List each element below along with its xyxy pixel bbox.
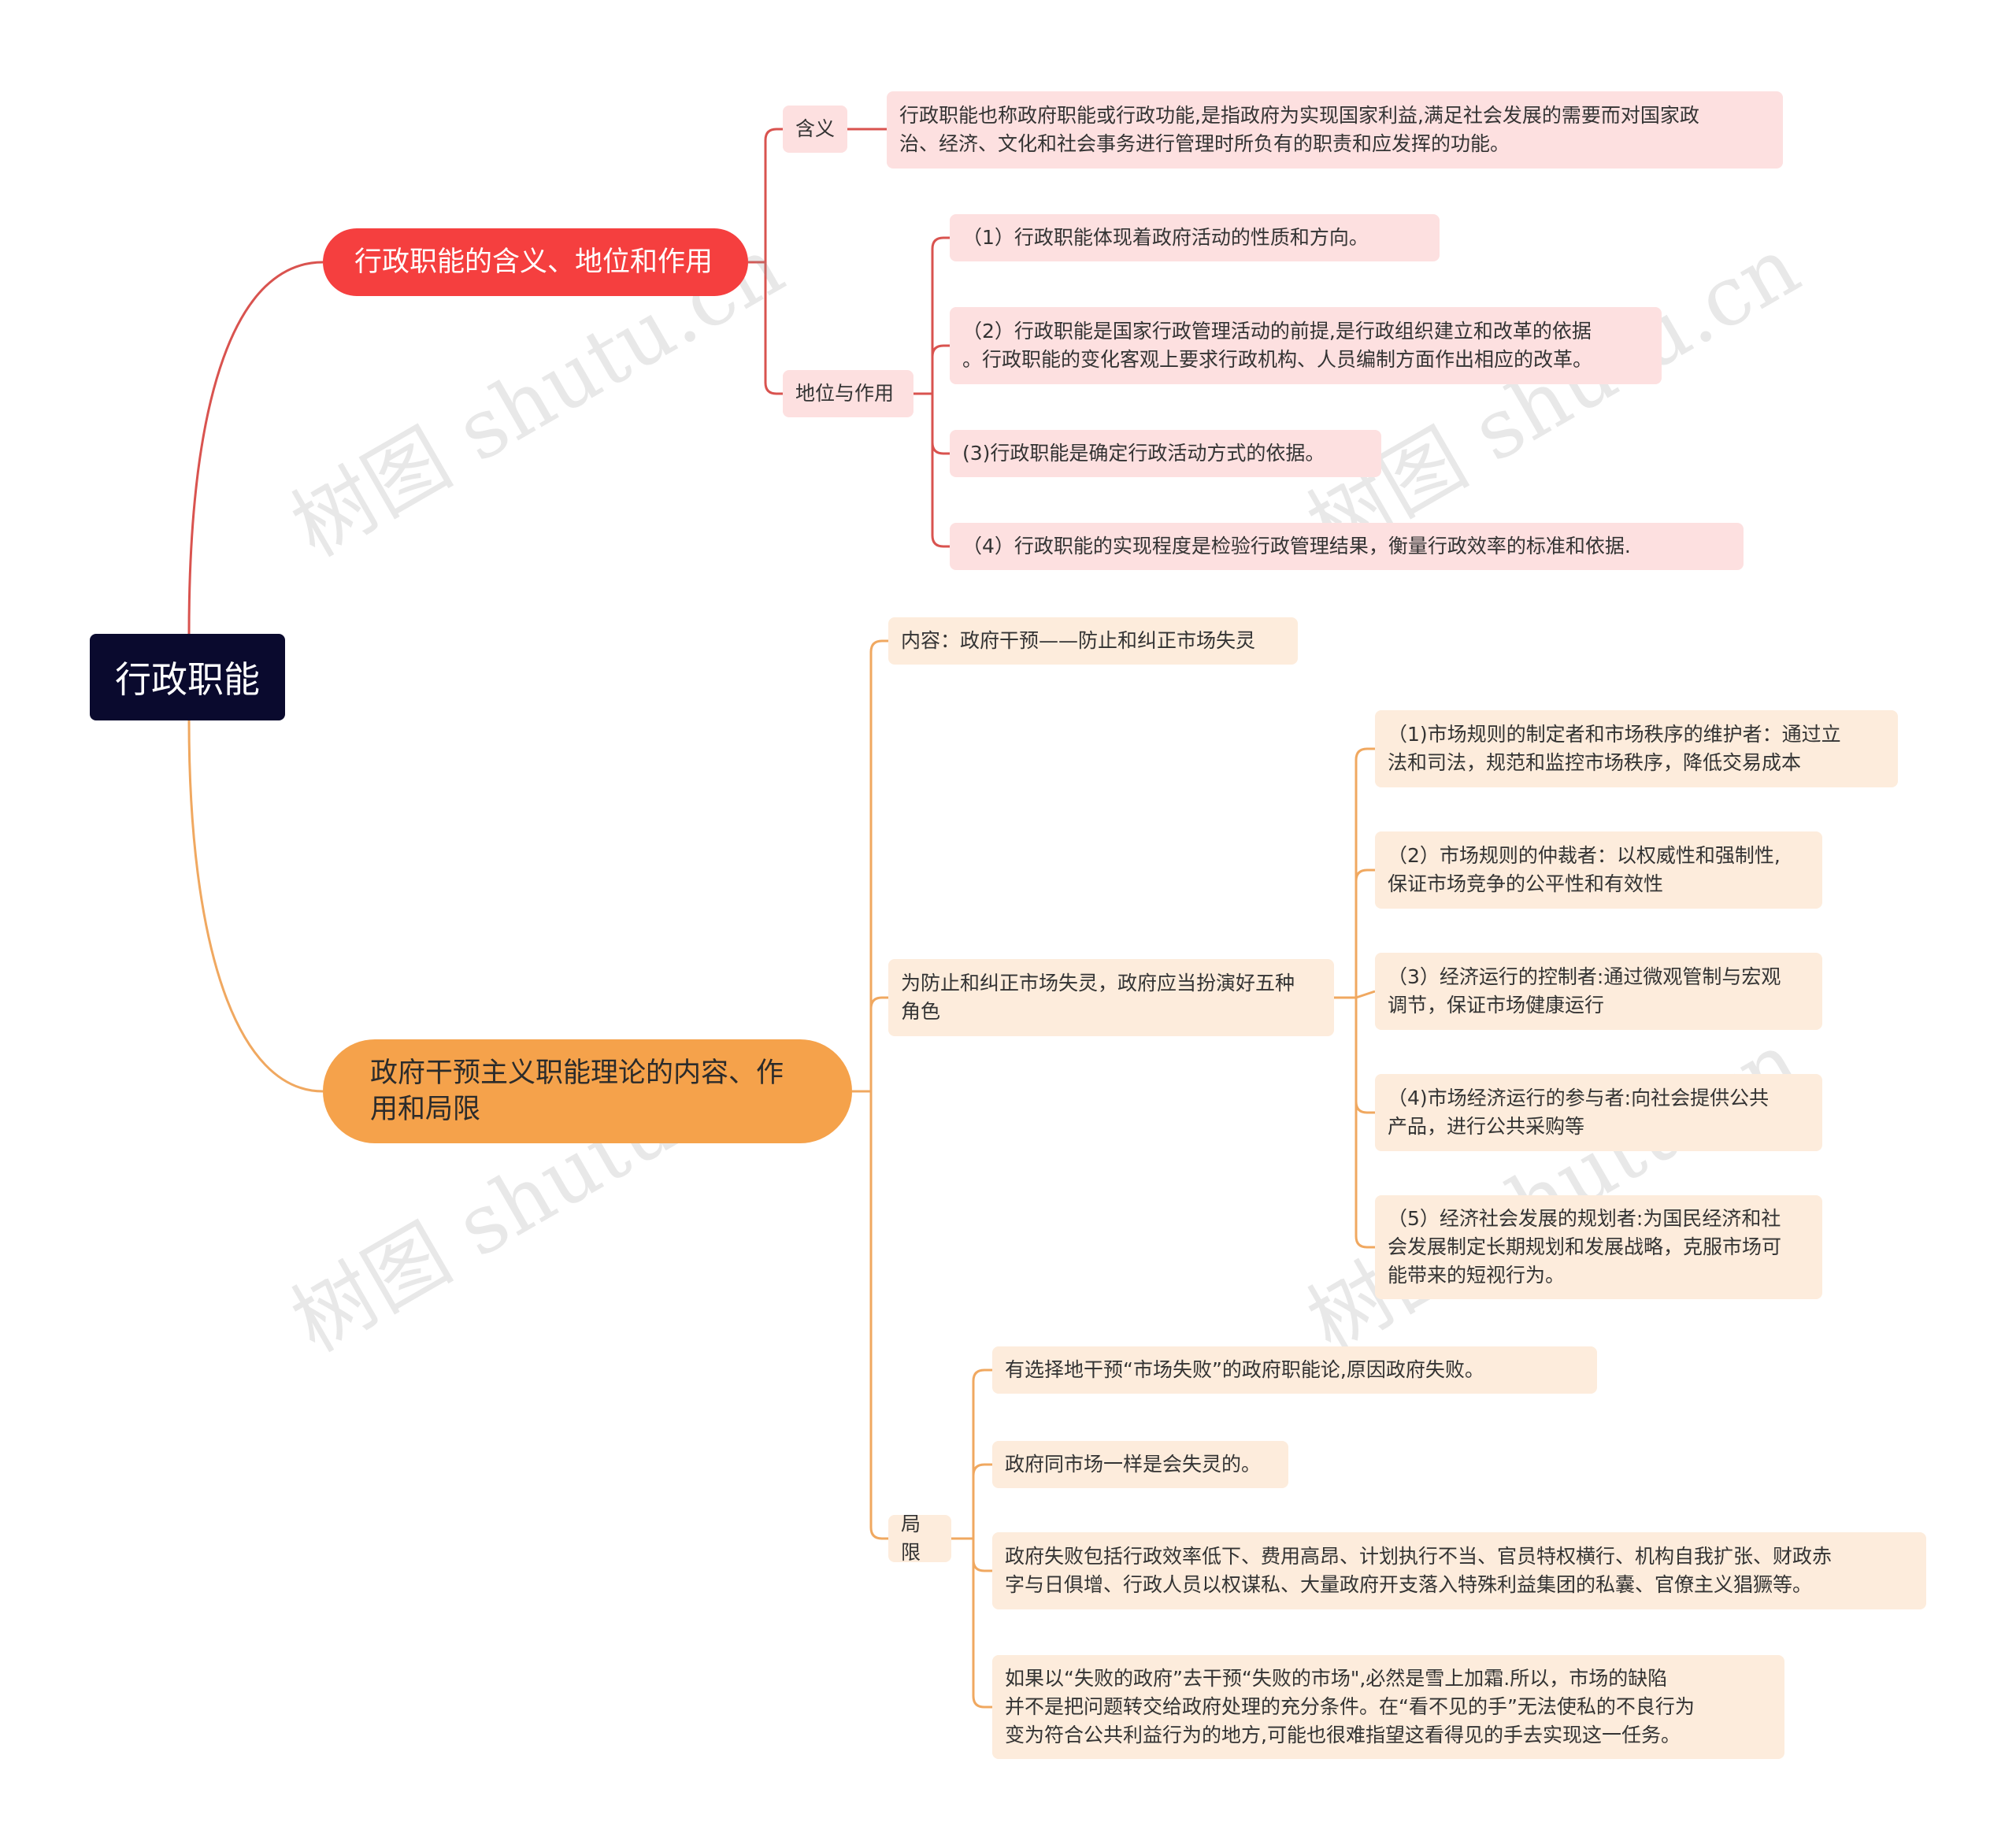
leaf-text: （1)市场规则的制定者和市场秩序的维护者：通过立 法和司法，规范和监控市场秩序，… bbox=[1388, 723, 1841, 774]
leaf-text: 行政职能也称政府职能或行政功能,是指政府为实现国家利益,满足社会发展的需要而对国… bbox=[899, 104, 1699, 155]
topic-status-and-role[interactable]: 地位与作用 bbox=[783, 370, 914, 417]
link-branch2-1 bbox=[869, 639, 888, 1091]
leaf-text: （4）行政职能的实现程度是检验行政管理结果，衡量行政效率的标准和依据. bbox=[962, 535, 1631, 557]
link-status-2 bbox=[931, 344, 950, 394]
root-label: 行政职能 bbox=[115, 658, 260, 701]
leaf-text: （4)市场经济运行的参与者:向社会提供公共 产品，进行公共采购等 bbox=[1388, 1087, 1770, 1138]
link-limits-3 bbox=[972, 1539, 992, 1572]
topic-content[interactable]: 内容：政府干预——防止和纠正市场失灵 bbox=[888, 617, 1298, 665]
leaf-text: 如果以“失败的政府”去干预“失败的市场",必然是雪上加霜.所以，市场的缺陷 并不… bbox=[1005, 1667, 1695, 1746]
link-roles-3 bbox=[1355, 990, 1376, 999]
topic-label: 含义 bbox=[795, 117, 836, 140]
branch-label: 行政职能的含义、地位和作用 bbox=[354, 246, 713, 278]
role-item-4[interactable]: （4)市场经济运行的参与者:向社会提供公共 产品，进行公共采购等 bbox=[1375, 1074, 1822, 1151]
leaf-text: 政府失败包括行政效率低下、费用高昂、计划执行不当、官员特权横行、机构自我扩张、财… bbox=[1005, 1545, 1833, 1596]
link-roles-4 bbox=[1354, 998, 1375, 1114]
leaf-text: 内容：政府干预——防止和纠正市场失灵 bbox=[901, 629, 1256, 652]
link-status-1 bbox=[931, 236, 950, 394]
leaf-text: （2）行政职能是国家行政管理活动的前提,是行政组织建立和改革的依据 。行政职能的… bbox=[962, 320, 1593, 371]
role-item-5[interactable]: （5）经济社会发展的规划者:为国民经济和社 会发展制定长期规划和发展战略，克服市… bbox=[1375, 1195, 1822, 1299]
link-status-3 bbox=[931, 394, 950, 455]
root-node[interactable]: 行政职能 bbox=[90, 634, 285, 720]
topic-meaning[interactable]: 含义 bbox=[783, 106, 847, 153]
topic-label: 地位与作用 bbox=[795, 382, 895, 405]
meaning-text[interactable]: 行政职能也称政府职能或行政功能,是指政府为实现国家利益,满足社会发展的需要而对国… bbox=[887, 91, 1783, 169]
status-item-2[interactable]: （2）行政职能是国家行政管理活动的前提,是行政组织建立和改革的依据 。行政职能的… bbox=[950, 307, 1662, 384]
leaf-text: (3)行政职能是确定行政活动方式的依据。 bbox=[962, 442, 1325, 465]
role-item-1[interactable]: （1)市场规则的制定者和市场秩序的维护者：通过立 法和司法，规范和监控市场秩序，… bbox=[1375, 710, 1898, 787]
link-roles-2 bbox=[1354, 868, 1375, 998]
leaf-text: 有选择地干预“市场失败”的政府职能论,原因政府失败。 bbox=[1005, 1358, 1484, 1381]
leaf-text: （3）经济运行的控制者:通过微观管制与宏观 调节，保证市场健康运行 bbox=[1388, 965, 1781, 1017]
link-limits-2 bbox=[972, 1463, 992, 1539]
link-branch2-3 bbox=[869, 1091, 888, 1540]
link-branch2-2 bbox=[869, 996, 888, 1091]
link-root-branch2 bbox=[187, 720, 324, 1093]
limit-item-2[interactable]: 政府同市场一样是会失灵的。 bbox=[992, 1441, 1288, 1488]
topic-five-roles[interactable]: 为防止和纠正市场失灵，政府应当扮演好五种 角色 bbox=[888, 959, 1334, 1036]
leaf-text: （5）经济社会发展的规划者:为国民经济和社 会发展制定长期规划和发展战略，克服市… bbox=[1388, 1207, 1782, 1287]
topic-label: 局限 bbox=[901, 1513, 921, 1564]
branch-label: 政府干预主义职能理论的内容、作 用和局限 bbox=[370, 1057, 784, 1125]
status-item-4[interactable]: （4）行政职能的实现程度是检验行政管理结果，衡量行政效率的标准和依据. bbox=[950, 523, 1744, 570]
link-roles-1 bbox=[1354, 747, 1375, 998]
limit-item-4[interactable]: 如果以“失败的政府”去干预“失败的市场",必然是雪上加霜.所以，市场的缺陷 并不… bbox=[992, 1655, 1784, 1759]
topic-limitations[interactable]: 局限 bbox=[888, 1513, 951, 1564]
leaf-text: 政府同市场一样是会失灵的。 bbox=[1005, 1453, 1262, 1476]
role-item-2[interactable]: （2）市场规则的仲裁者：以权威性和强制性, 保证市场竞争的公平性和有效性 bbox=[1375, 831, 1822, 909]
leaf-text: （2）市场规则的仲裁者：以权威性和强制性, 保证市场竞争的公平性和有效性 bbox=[1388, 844, 1781, 895]
role-item-3[interactable]: （3）经济运行的控制者:通过微观管制与宏观 调节，保证市场健康运行 bbox=[1375, 953, 1822, 1030]
branch-meaning-status-role[interactable]: 行政职能的含义、地位和作用 bbox=[323, 228, 748, 296]
link-limits-4 bbox=[972, 1539, 992, 1709]
leaf-text: （1）行政职能体现着政府活动的性质和方向。 bbox=[962, 226, 1369, 249]
link-roles-5 bbox=[1354, 998, 1375, 1249]
status-item-1[interactable]: （1）行政职能体现着政府活动的性质和方向。 bbox=[950, 214, 1440, 261]
link-status-4 bbox=[931, 394, 950, 548]
limit-item-3[interactable]: 政府失败包括行政效率低下、费用高昂、计划执行不当、官员特权横行、机构自我扩张、财… bbox=[992, 1532, 1926, 1609]
link-limits-1 bbox=[972, 1368, 992, 1539]
limit-item-1[interactable]: 有选择地干预“市场失败”的政府职能论,原因政府失败。 bbox=[992, 1346, 1597, 1394]
topic-label: 为防止和纠正市场失灵，政府应当扮演好五种 角色 bbox=[901, 972, 1295, 1023]
link-branch1-1 bbox=[764, 128, 783, 262]
status-item-3[interactable]: (3)行政职能是确定行政活动方式的依据。 bbox=[950, 430, 1381, 477]
link-root-branch1 bbox=[187, 261, 324, 635]
branch-intervention-theory[interactable]: 政府干预主义职能理论的内容、作 用和局限 bbox=[323, 1039, 852, 1143]
link-branch1-2 bbox=[764, 262, 783, 395]
